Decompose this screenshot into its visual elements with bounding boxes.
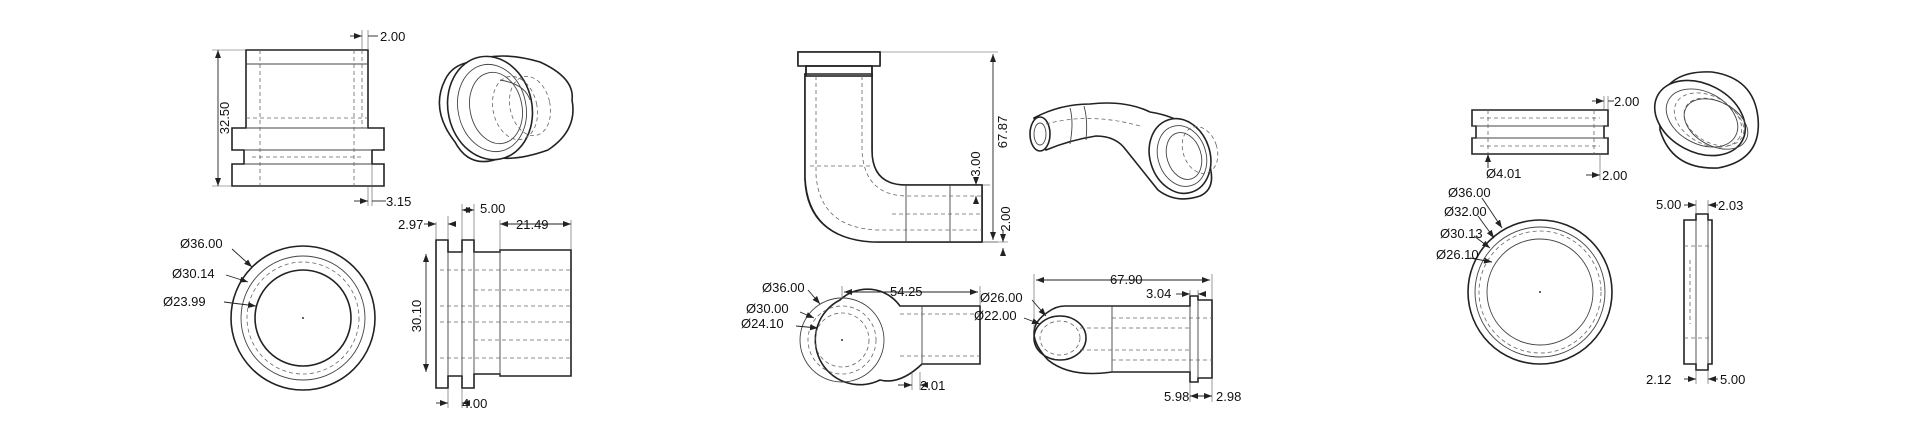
part-3-circle-view: Ø36.00 Ø32.00 Ø30.13 Ø26.10 — [1436, 185, 1613, 365]
dim-side-groove: 3.15 — [386, 194, 411, 209]
part-3-ring: 2.00 Ø4.01 2.00 Ø36.00 — [1436, 71, 1760, 387]
dim-ring-hole: Ø4.01 — [1486, 166, 1521, 181]
dim-dia-2: Ø32.00 — [1444, 204, 1487, 219]
dim-right-gap: 5.98 — [1164, 389, 1189, 404]
dim-top-length: 54.25 — [890, 284, 923, 299]
dim-dia-3: Ø30.13 — [1440, 226, 1483, 241]
dim-front-flange: 2.97 — [398, 217, 423, 232]
part-1-iso-view — [438, 55, 574, 163]
dim-edge-bot-left: 2.12 — [1646, 372, 1671, 387]
dim-edge-bot-right: 5.00 — [1720, 372, 1745, 387]
part-3-side-view: 2.00 Ø4.01 2.00 — [1471, 94, 1639, 183]
dim-right-lip: 2.98 — [1216, 389, 1241, 404]
dim-right-length: 67.90 — [1110, 272, 1143, 287]
dim-dia-inner: Ø23.99 — [163, 294, 206, 309]
dim-ring-wall: 2.00 — [1614, 94, 1639, 109]
part-3-iso-view — [1653, 71, 1760, 169]
dim-front-body: 21.49 — [516, 217, 549, 232]
dim-ring-bottom: 2.00 — [1602, 168, 1627, 183]
dim-dia-mid: Ø30.14 — [172, 266, 215, 281]
part-2-top-view: 54.25 Ø36.00 Ø30.00 Ø24.10 2.01 — [741, 280, 981, 393]
part-1-side-view: 32.50 2.00 3.15 — [212, 29, 411, 209]
dim-elbow-step: 3.00 — [968, 151, 983, 176]
dim-edge-top-left: 5.00 — [1656, 197, 1681, 212]
dim-front-groove: 5.00 — [480, 201, 505, 216]
dim-right-dia-inner: Ø22.00 — [974, 308, 1017, 323]
dim-elbow-height: 67.87 — [995, 116, 1010, 149]
dim-right-flange: 3.04 — [1146, 286, 1171, 301]
dim-top-wall: 2.01 — [920, 378, 945, 393]
dim-top-dia-outer: Ø36.00 — [762, 280, 805, 295]
part-2-elbow: 67.87 3.00 2.00 — [741, 51, 1241, 404]
dim-top-dia-mid: Ø30.00 — [746, 301, 789, 316]
part-2-iso-view — [1029, 102, 1219, 200]
part-2-side-view: 67.87 3.00 2.00 — [797, 51, 1013, 256]
dim-side-wall: 2.00 — [380, 29, 405, 44]
part-2-right-view: 67.90 3.04 Ø26.00 Ø22.00 5.98 2.98 — [974, 272, 1241, 404]
dim-side-height: 32.50 — [217, 102, 232, 135]
dim-edge-top-right: 2.03 — [1718, 198, 1743, 213]
part-1-front-view: 2.97 5.00 21.49 30.10 4.00 — [398, 201, 572, 411]
dim-dia-4: Ø26.10 — [1436, 247, 1479, 262]
dim-dia-outer: Ø36.00 — [180, 236, 223, 251]
dim-top-dia-inner: Ø24.10 — [741, 316, 784, 331]
part-1-circle-view: Ø36.00 Ø30.14 Ø23.99 — [163, 236, 376, 391]
dim-elbow-wall: 2.00 — [998, 206, 1013, 231]
part-3-edge-view: 5.00 2.03 2.12 5.00 — [1646, 197, 1745, 387]
part-1-bushing: 32.50 2.00 3.15 — [163, 29, 574, 411]
dim-front-bottom: 4.00 — [462, 396, 487, 411]
dim-front-height: 30.10 — [409, 300, 424, 333]
dim-right-dia-outer: Ø26.00 — [980, 290, 1023, 305]
dim-dia-outer-3: Ø36.00 — [1448, 185, 1491, 200]
